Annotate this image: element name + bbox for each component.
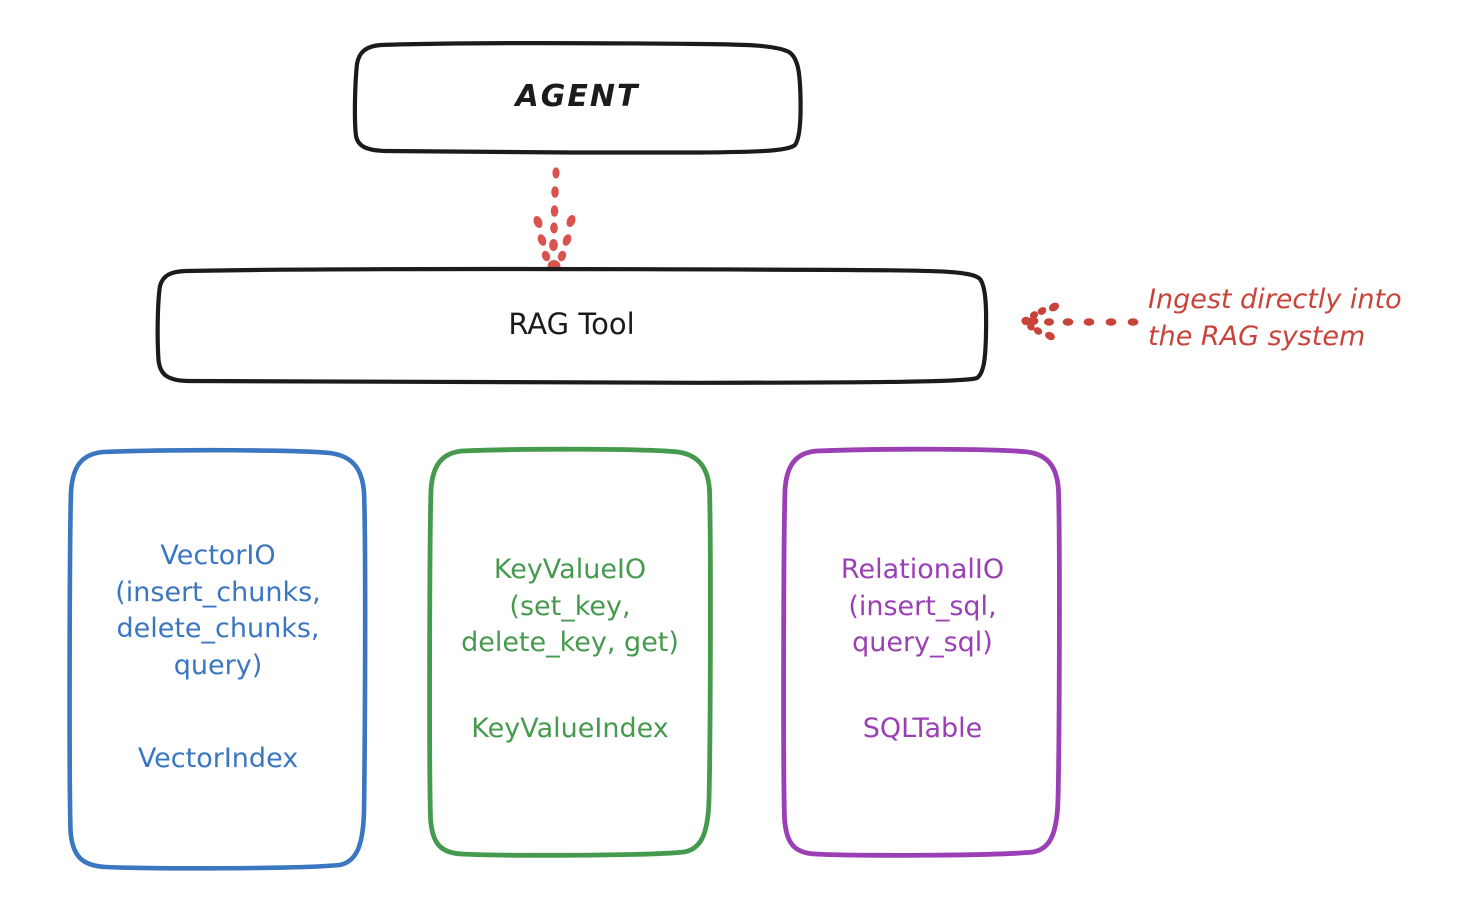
ingest-arrow — [1021, 302, 1139, 341]
vectorio-box-outline — [67, 447, 368, 871]
ingest-annotation-label: Ingest directly into the RAG system — [1148, 284, 1402, 353]
rag-tool-label: RAG Tool — [508, 307, 635, 341]
agent-label: AGENT — [515, 79, 640, 114]
keyvalueio-api-label: KeyValueIO (set_key, delete_key, get) — [461, 554, 679, 659]
agent-node[interactable] — [352, 40, 803, 155]
relationalio-api-label: RelationalIO (insert_sql, query_sql) — [840, 554, 1005, 659]
relationalio-index-label: SQLTable — [862, 713, 983, 744]
relationalio-box-outline — [781, 446, 1062, 858]
keyvalueio-node[interactable] — [427, 446, 713, 858]
agent-to-rag-arrow — [533, 167, 576, 272]
rag-tool-box-outline — [155, 266, 989, 385]
vectorio-api-label: VectorIO (insert_chunks, delete_chunks, … — [115, 540, 321, 682]
rag-tool-node[interactable] — [155, 266, 989, 385]
keyvalueio-index-label: KeyValueIndex — [471, 713, 669, 744]
vectorio-index-label: VectorIndex — [137, 743, 299, 774]
vectorio-node[interactable] — [67, 447, 368, 871]
relationalio-node[interactable] — [781, 446, 1062, 858]
agent-box-outline — [352, 40, 803, 155]
keyvalueio-box-outline — [427, 446, 713, 858]
